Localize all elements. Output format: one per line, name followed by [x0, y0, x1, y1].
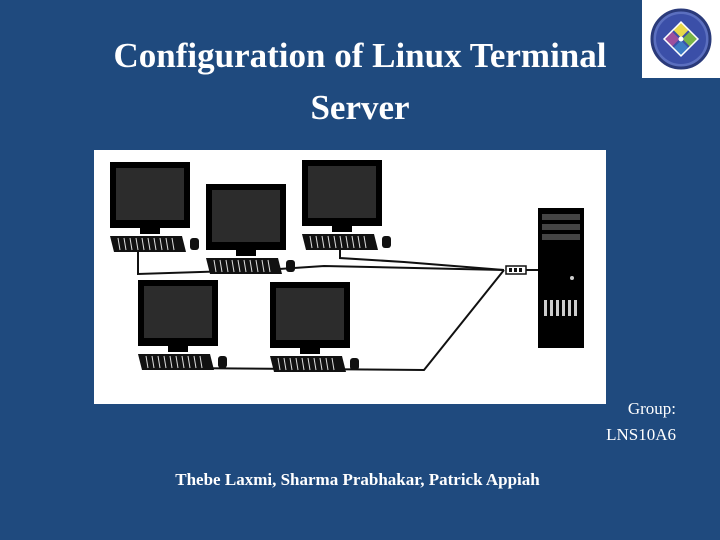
title-line-1: Configuration of Linux Terminal	[113, 36, 607, 75]
terminal-4-icon	[138, 280, 227, 370]
group-info: Group: LNS10A6	[606, 396, 676, 448]
terminal-5-icon	[270, 282, 359, 372]
group-code: LNS10A6	[606, 425, 676, 444]
slide-title: Configuration of Linux Terminal Server	[40, 30, 680, 134]
terminal-2-icon	[206, 184, 295, 274]
terminal-1-icon	[110, 162, 199, 252]
server-icon	[538, 208, 584, 348]
network-diagram-icon	[94, 150, 606, 404]
authors: Thebe Laxmi, Sharma Prabhakar, Patrick A…	[175, 470, 540, 489]
title-line-2: Server	[310, 88, 410, 127]
terminal-3-icon	[302, 160, 391, 250]
distro-logo-icon	[642, 0, 720, 78]
group-label: Group:	[627, 399, 676, 418]
